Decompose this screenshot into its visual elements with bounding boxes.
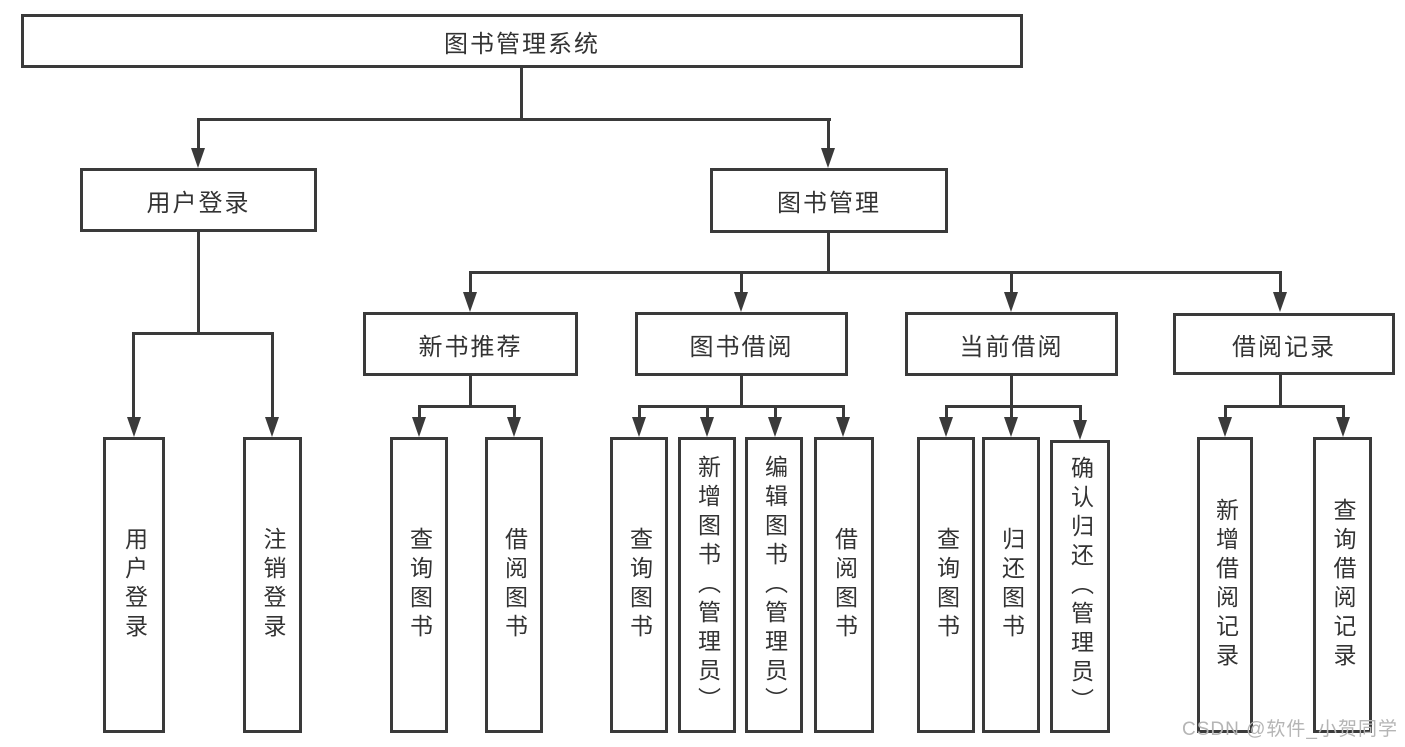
node-book-management: 图书管理	[710, 168, 948, 233]
node-user-login: 用户登录	[80, 168, 317, 232]
node-label: 注销登录	[260, 527, 286, 643]
connector-line	[1224, 405, 1345, 408]
node-label: 查询图书	[406, 527, 433, 643]
node-root: 图书管理系统	[21, 14, 1023, 68]
connector-line	[945, 405, 1082, 408]
node-label: 图书管理系统	[444, 30, 600, 58]
connector-line	[132, 332, 274, 335]
connector-line	[418, 405, 516, 408]
connector-line	[1010, 271, 1013, 294]
connector-line	[418, 405, 421, 419]
connector-line	[1010, 373, 1013, 408]
connector-line	[638, 405, 845, 408]
leaf-return-books: 归还图书	[982, 437, 1040, 733]
arrow-down-icon	[127, 417, 141, 437]
node-label: 新书推荐	[418, 333, 523, 361]
connector-line	[1224, 405, 1227, 419]
node-label: 图书借阅	[689, 333, 794, 361]
node-label: 借阅图书	[831, 527, 858, 643]
arrow-down-icon	[734, 292, 748, 312]
connector-line	[740, 373, 743, 408]
leaf-query-books-borrowing: 查询图书	[610, 437, 668, 733]
connector-line	[706, 405, 709, 419]
leaf-query-borrow-record: 查询借阅记录	[1313, 437, 1372, 733]
arrow-down-icon	[1218, 417, 1232, 437]
node-label: 确认归还（管理员）	[1067, 456, 1094, 717]
arrow-down-icon	[768, 417, 782, 437]
node-label: 用户登录	[146, 189, 251, 217]
arrow-down-icon	[412, 417, 426, 437]
node-label: 新增图书（管理员）	[694, 454, 721, 716]
arrow-down-icon	[265, 417, 279, 437]
connector-line	[945, 405, 948, 419]
connector-line	[197, 232, 200, 335]
csdn-watermark: CSDN @软件_小贺同学	[1182, 719, 1398, 740]
node-new-book-recommendation: 新书推荐	[363, 312, 578, 376]
leaf-add-borrow-record: 新增借阅记录	[1197, 437, 1253, 733]
arrow-down-icon	[1073, 420, 1087, 440]
leaf-logout: 注销登录	[243, 437, 302, 733]
arrow-down-icon	[1336, 417, 1350, 437]
node-current-borrowing: 当前借阅	[905, 312, 1118, 376]
connector-line	[469, 373, 472, 408]
leaf-user-login: 用户登录	[103, 437, 165, 733]
connector-line	[1279, 372, 1282, 408]
arrow-down-icon	[463, 292, 477, 312]
node-label: 当前借阅	[959, 333, 1064, 361]
connector-line	[132, 332, 135, 419]
connector-line	[513, 405, 516, 419]
arrow-down-icon	[939, 417, 953, 437]
node-label: 查询借阅记录	[1330, 498, 1356, 672]
connector-line	[774, 405, 777, 419]
node-label: 编辑图书（管理员）	[761, 454, 788, 716]
leaf-query-books-recommend: 查询图书	[390, 437, 448, 733]
leaf-confirm-return-admin: 确认归还（管理员）	[1050, 440, 1110, 733]
connector-line	[1010, 405, 1013, 419]
leaf-query-books-current: 查询图书	[917, 437, 975, 733]
connector-line	[271, 332, 274, 419]
arrow-down-icon	[1004, 292, 1018, 312]
leaf-add-book-admin: 新增图书（管理员）	[678, 437, 736, 733]
leaf-borrow-books: 借阅图书	[814, 437, 874, 733]
connector-line	[197, 118, 200, 150]
node-label: 图书管理	[777, 190, 881, 217]
connector-line	[842, 405, 845, 419]
node-label: 归还图书	[998, 527, 1025, 643]
arrow-down-icon	[1004, 417, 1018, 437]
connector-line	[827, 118, 830, 150]
node-label: 查询图书	[626, 527, 653, 643]
arrow-down-icon	[836, 417, 850, 437]
connector-line	[197, 118, 831, 121]
arrow-down-icon	[1273, 292, 1287, 312]
connector-line	[1279, 271, 1282, 294]
connector-line	[1342, 405, 1345, 419]
node-label: 新增借阅记录	[1212, 498, 1239, 672]
node-label: 用户登录	[121, 527, 148, 643]
leaf-edit-book-admin: 编辑图书（管理员）	[745, 437, 803, 733]
connector-line	[469, 271, 1282, 274]
connector-line	[638, 405, 641, 419]
node-label: 查询图书	[933, 527, 960, 643]
connector-line	[469, 271, 472, 294]
connector-line	[1079, 405, 1082, 422]
node-borrowing-records: 借阅记录	[1173, 313, 1395, 375]
connector-line	[740, 271, 743, 294]
connector-line	[520, 68, 523, 121]
leaf-borrow-books-recommend: 借阅图书	[485, 437, 543, 733]
node-label: 借阅图书	[501, 527, 528, 643]
arrow-down-icon	[700, 417, 714, 437]
node-label: 借阅记录	[1232, 333, 1336, 361]
connector-line	[827, 233, 830, 273]
node-book-borrowing: 图书借阅	[635, 312, 848, 376]
arrow-down-icon	[191, 148, 205, 168]
arrow-down-icon	[632, 417, 646, 437]
arrow-down-icon	[821, 148, 835, 168]
arrow-down-icon	[507, 417, 521, 437]
